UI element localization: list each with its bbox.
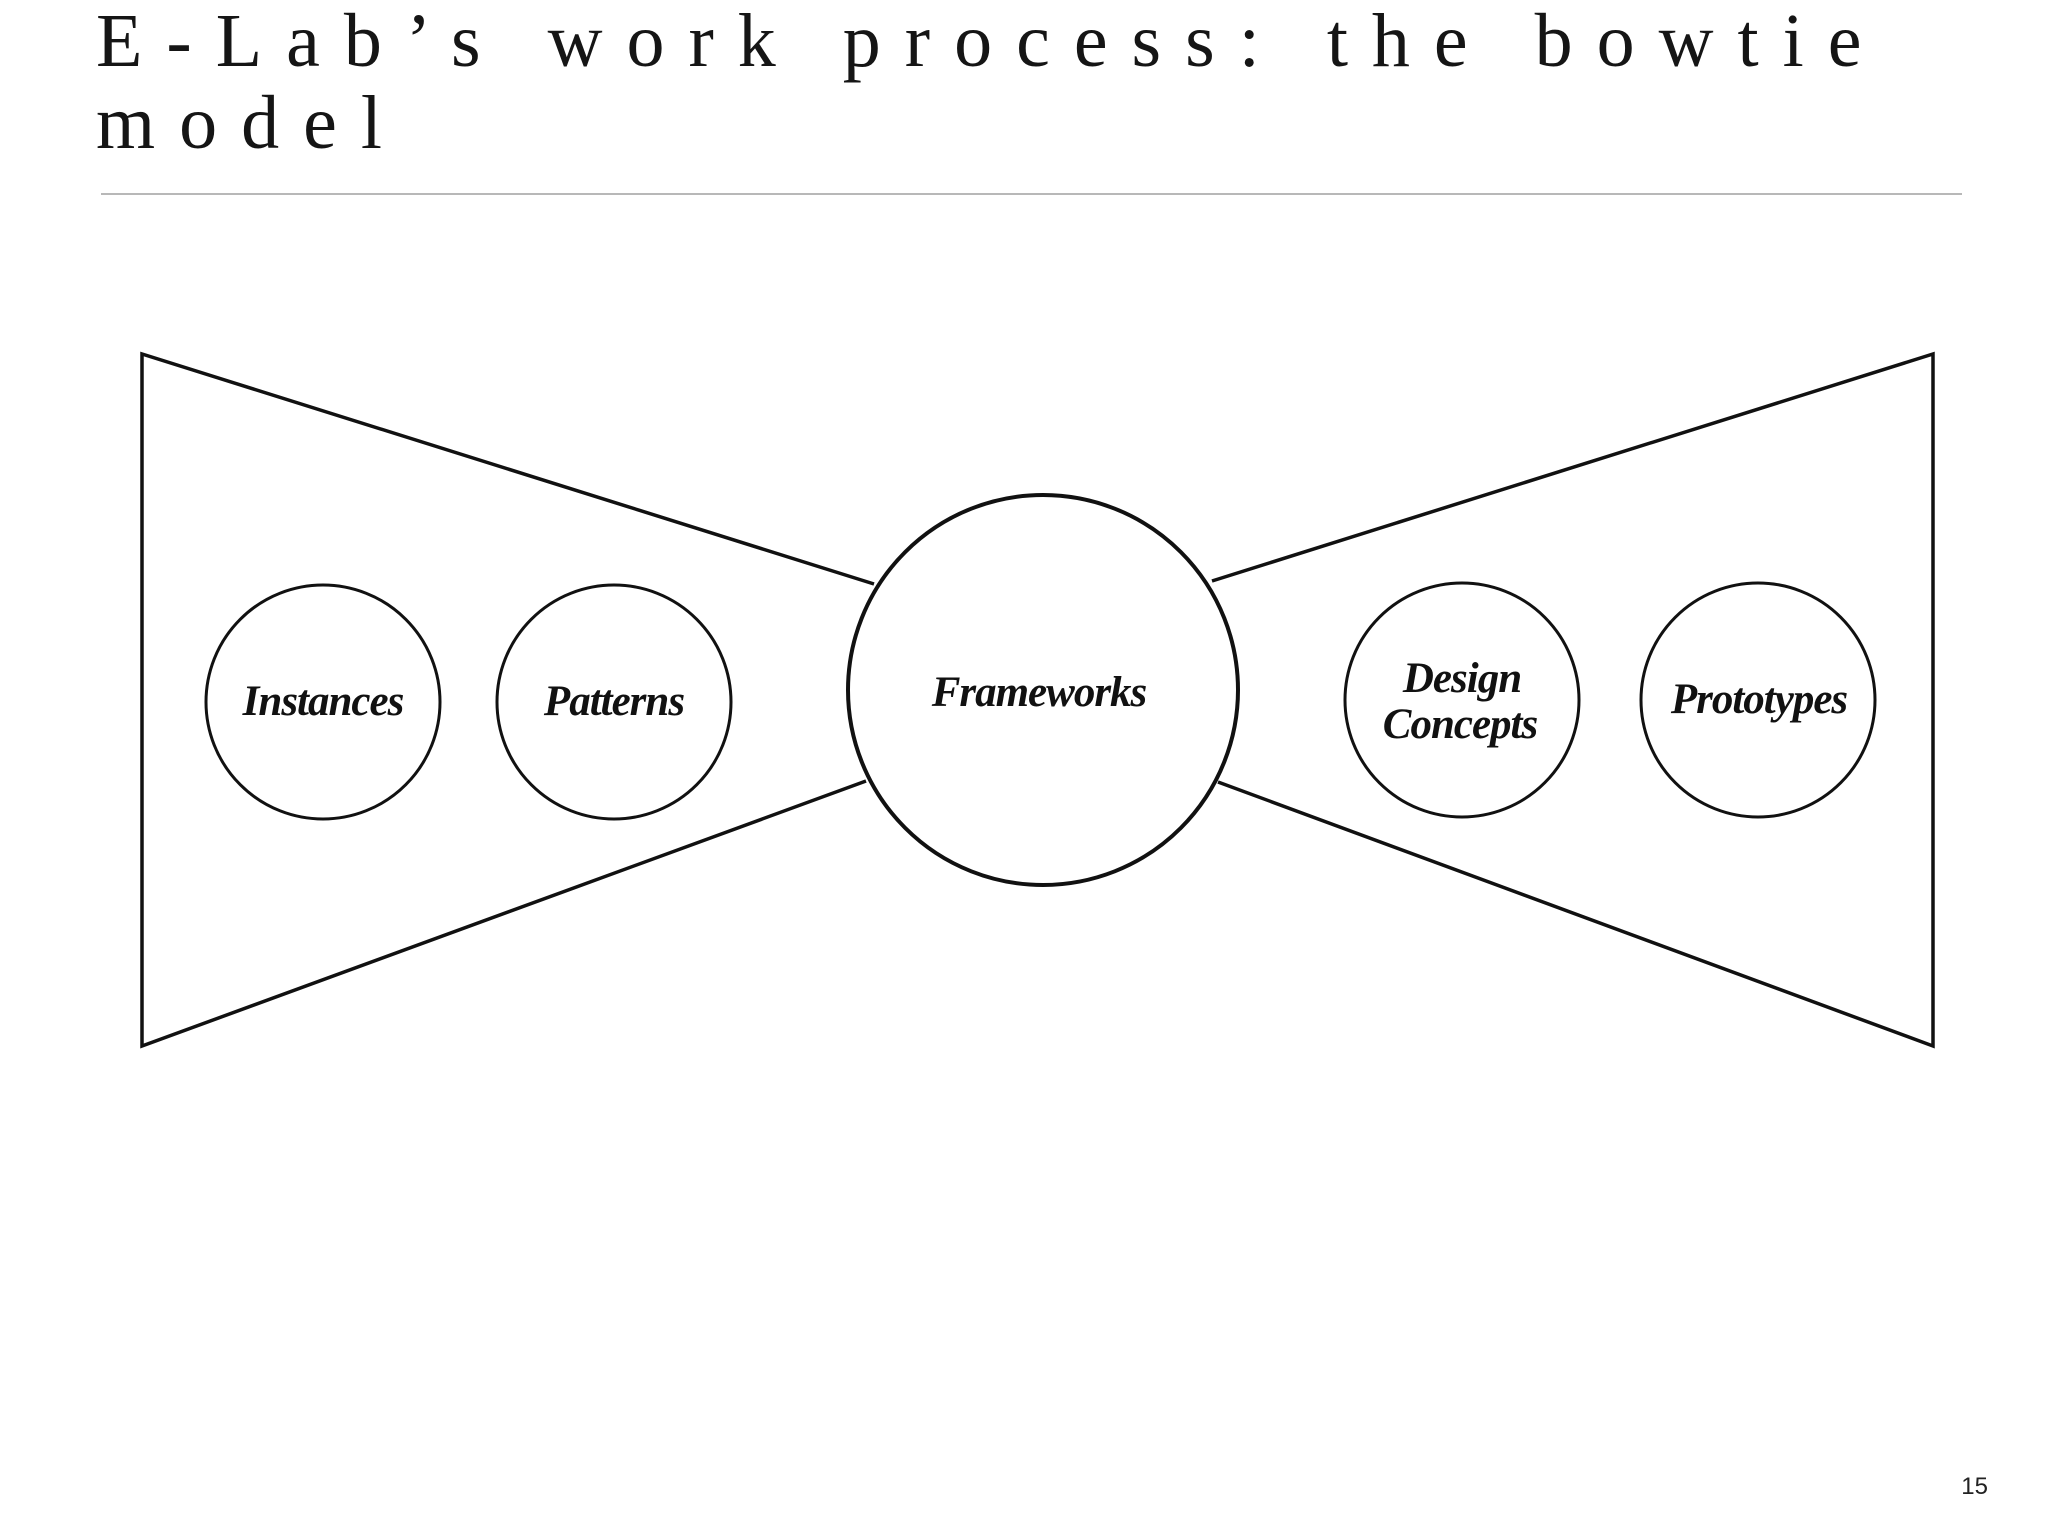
node-frameworks-circle xyxy=(846,493,1240,887)
node-frameworks: Frameworks xyxy=(846,493,1240,887)
node-prototypes-label: Prototypes xyxy=(1670,676,1848,723)
slide-title: E-Lab’s work process: the bowtie model xyxy=(96,0,1886,165)
bowtie-left-wing xyxy=(140,351,875,1049)
node-patterns-circle xyxy=(495,583,733,821)
node-design-concepts-label-line1: Design xyxy=(1402,655,1521,702)
title-divider xyxy=(101,193,1962,195)
node-patterns-label: Patterns xyxy=(543,678,684,725)
node-design-concepts-circle xyxy=(1343,581,1581,819)
node-prototypes: Prototypes xyxy=(1639,581,1877,819)
page-number: 15 xyxy=(1961,1473,1988,1500)
node-prototypes-circle xyxy=(1639,581,1877,819)
node-instances: Instances xyxy=(204,583,442,821)
node-frameworks-label: Frameworks xyxy=(931,669,1147,716)
node-instances-label: Instances xyxy=(242,678,404,725)
node-instances-circle xyxy=(204,583,442,821)
node-design-concepts: Design Concepts xyxy=(1343,581,1581,819)
node-patterns: Patterns xyxy=(495,583,733,821)
node-design-concepts-label-line2: Concepts xyxy=(1383,701,1538,748)
bowtie-right-wing xyxy=(1211,351,1935,1049)
